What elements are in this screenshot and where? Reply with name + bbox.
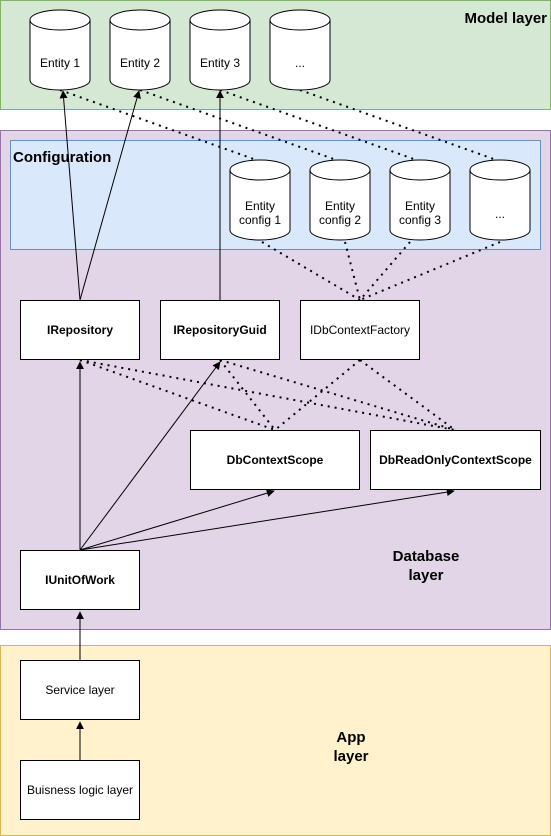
dotted-connectors bbox=[59, 89, 503, 431]
entity-config-cylinder-3: Entity config 3 bbox=[389, 159, 451, 241]
dotted-entity3-config3 bbox=[219, 89, 423, 163]
dotted-entity2-config2 bbox=[139, 89, 343, 163]
cylinder-icon bbox=[389, 159, 451, 241]
entity-label: Entity 1 bbox=[39, 56, 81, 70]
iunitofwork-box: IUnitOfWork bbox=[20, 550, 140, 610]
business-logic-layer-box: Buisness logic layer bbox=[20, 760, 140, 820]
configuration-title: Configuration bbox=[13, 149, 112, 166]
arrow-repo-entity2 bbox=[79, 90, 141, 301]
entity-label: ... bbox=[294, 56, 305, 70]
entity-config-label: Entity config 2 bbox=[318, 199, 362, 227]
arrow-connectors bbox=[59, 90, 455, 760]
app-layer-title: App layer bbox=[333, 729, 369, 765]
dotted-configx-factory bbox=[359, 241, 501, 301]
entity-cylinder-3: Entity 3 bbox=[189, 9, 251, 91]
cylinder-icon bbox=[229, 159, 291, 241]
service-layer-box: Service layer bbox=[20, 660, 140, 720]
dotted-repoguid-readonly bbox=[219, 359, 456, 431]
entity-cylinder-2: Entity 2 bbox=[109, 9, 171, 91]
dbcontext-scope-box: DbContextScope bbox=[190, 430, 360, 490]
arrow-uow-repoguid bbox=[79, 361, 221, 551]
entity-config-label: ... bbox=[494, 207, 505, 221]
entity-config-cylinder-more: ... bbox=[469, 159, 531, 241]
cylinder-icon bbox=[469, 159, 531, 241]
database-layer-title: Database layer bbox=[392, 548, 460, 584]
dotted-repo-readonly bbox=[79, 359, 456, 431]
dotted-entity1-config1 bbox=[59, 89, 263, 163]
arrow-uow-scope bbox=[79, 489, 275, 551]
irepository-guid-box: IRepositoryGuid bbox=[160, 300, 280, 360]
arrow-uow-readonly bbox=[79, 488, 455, 551]
entity-label: Entity 3 bbox=[199, 56, 241, 70]
model-layer-title: Model layer bbox=[464, 10, 547, 27]
entity-config-label: Entity config 1 bbox=[238, 199, 282, 227]
dotted-config3-factory bbox=[359, 241, 411, 301]
dotted-config2-factory bbox=[344, 241, 361, 301]
entity-config-cylinder-2: Entity config 2 bbox=[309, 159, 371, 241]
cylinder-icon bbox=[29, 9, 91, 91]
dotted-factory-readonly bbox=[359, 359, 456, 431]
entity-label: Entity 2 bbox=[119, 56, 161, 70]
dotted-repoguid-scope bbox=[219, 359, 276, 431]
cylinder-icon bbox=[109, 9, 171, 91]
cylinder-icon bbox=[269, 9, 331, 91]
arrow-repo-entity1 bbox=[59, 90, 81, 301]
dotted-config1-factory bbox=[261, 241, 361, 301]
irepository-box: IRepository bbox=[20, 300, 140, 360]
dotted-factory-scope bbox=[274, 359, 361, 431]
entity-config-cylinder-1: Entity config 1 bbox=[229, 159, 291, 241]
cylinder-icon bbox=[309, 159, 371, 241]
cylinder-icon bbox=[189, 9, 251, 91]
idbcontext-factory-box: IDbContextFactory bbox=[300, 300, 420, 360]
dotted-entityx-configx bbox=[299, 89, 503, 163]
entity-cylinder-more: ... bbox=[269, 9, 331, 91]
dbreadonly-context-scope-box: DbReadOnlyContextScope bbox=[370, 430, 541, 490]
entity-cylinder-1: Entity 1 bbox=[29, 9, 91, 91]
entity-config-label: Entity config 3 bbox=[398, 199, 442, 227]
